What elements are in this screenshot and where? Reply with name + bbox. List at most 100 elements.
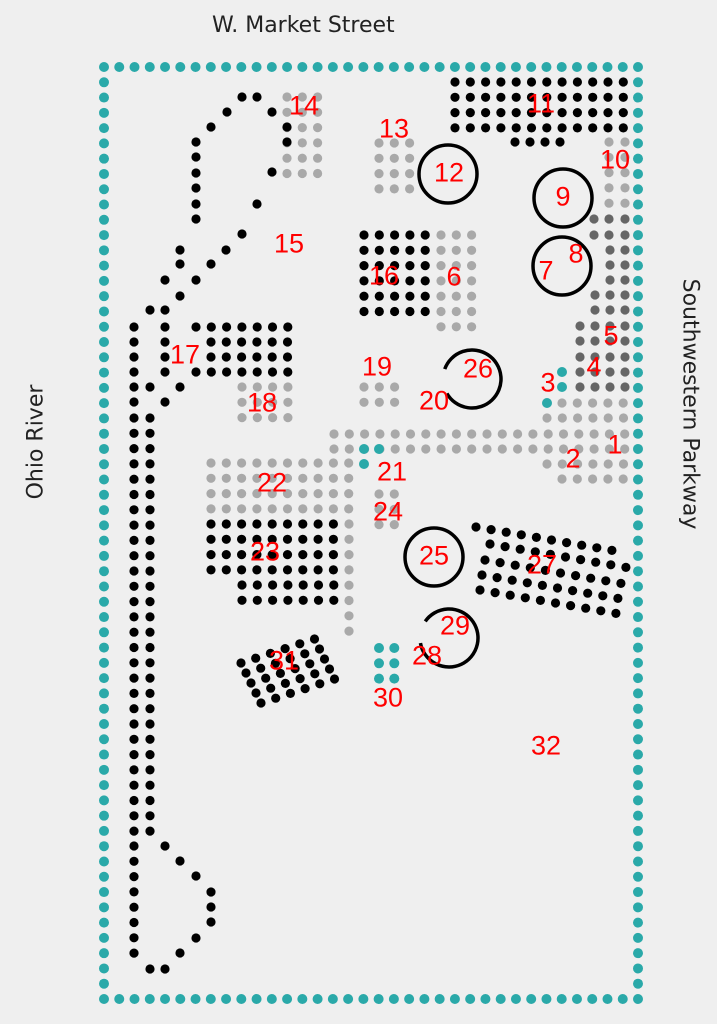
building-27-dot [613,593,623,604]
building-22-dot [328,504,338,514]
building-11-dot [496,92,506,102]
building-4-dot [605,367,615,377]
corridor-dot [344,429,354,439]
building-18-dot [283,382,293,392]
building-2-dot [573,459,583,469]
border-dot [175,994,186,1004]
building-27-dot [616,578,626,589]
path-dot [206,887,216,897]
building-11-dot [481,92,491,102]
circle-marker-29 [418,607,480,669]
building-22-dot [313,458,323,468]
path-dot [129,673,139,683]
building-31-dot [305,659,315,669]
building-31-dot [290,664,300,674]
path-dot [175,382,185,392]
site-label-27: 27 [526,549,558,580]
building-11-dot [557,92,567,102]
building-27-dot [477,570,487,580]
building-4-dot [575,382,585,392]
building-23-dot [237,565,247,575]
building-14-dot [282,107,292,117]
building-2-dot [618,474,628,484]
building-16-dot [359,276,369,286]
border-dot [633,168,643,179]
circle-marker-7-8 [531,235,593,297]
border-dot [465,994,476,1004]
corridor-dot [421,444,431,454]
building-27-dot [537,580,548,591]
building-23-dot [328,565,338,575]
building-16-dot [359,306,369,317]
path-dot [145,535,155,546]
border-dot [633,657,643,668]
building-11-dot [496,123,506,133]
building-22-dot [252,504,262,514]
path-dot [145,444,155,454]
building-22-dot [221,489,231,499]
border-dot [633,382,643,393]
building-23-dot [237,534,247,544]
building-22-dot [221,458,231,468]
path-dot [222,107,232,117]
border-dot [175,62,186,72]
river-label-west: Ohio River [23,384,49,500]
building-13-dot [389,169,399,179]
path-dot [129,566,139,576]
corridor-dot [375,429,385,439]
path-dot [160,367,170,377]
border-dot [633,489,643,500]
border-dot [633,612,643,623]
corridor-dot [451,429,461,439]
path-dot [129,459,139,469]
building-23-dot [221,519,231,529]
building-31-dot [315,679,325,689]
border-dot [404,994,415,1004]
building-27-dot [568,586,578,596]
building-27-dot [586,573,596,583]
building-23-dot [252,534,262,544]
border-dot [99,673,109,684]
building-22-dot [252,473,262,483]
path-dot [191,214,201,224]
border-dot [99,474,109,485]
path-dot [160,337,170,347]
border-dot [99,306,109,317]
building-23-dot [206,519,216,529]
building-27-dot [520,593,530,603]
border-dot [144,994,155,1004]
building-18-dot [252,382,262,392]
path-dot [129,581,139,591]
building-11-dot [450,123,460,133]
building-11-dot [588,123,598,133]
border-dot [480,994,491,1004]
border-dot [99,841,109,852]
building-18-dot [268,382,278,392]
building-16-dot [420,276,430,286]
border-dot [251,994,262,1004]
building-17-dot [237,367,247,377]
building-22-dot [344,473,354,483]
building-17-dot [267,352,277,362]
building-11-dot [511,123,521,133]
building-16-dot [420,306,430,317]
building-8-dot [605,245,615,255]
building-23-dot [283,595,293,605]
border-dot [312,994,323,1004]
building-23-dot [328,519,338,529]
building-27-dot [583,588,593,598]
building-16-dot [390,276,400,286]
path-dot [129,948,139,958]
border-dot [99,550,109,561]
building-19-dot [374,397,384,407]
building-16-dot [390,245,400,255]
building-31-dot [261,673,271,683]
path-dot [145,795,155,806]
building-6-dot [467,261,477,271]
path-dot [129,826,139,836]
corridor-dot [360,429,370,439]
border-dot [633,123,643,134]
border-dot [99,337,109,348]
border-dot [633,795,643,806]
building-17-dot [206,352,216,362]
